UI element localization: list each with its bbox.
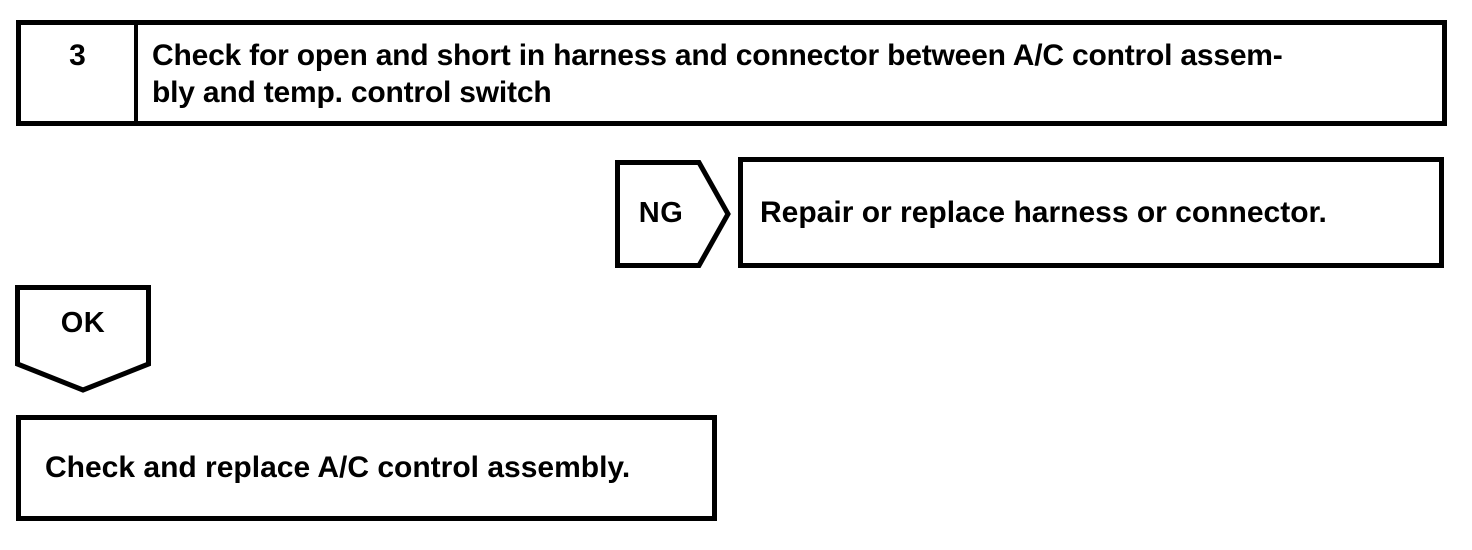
step-instruction-line-1: Check for open and short in harness and … bbox=[152, 39, 1283, 72]
ng-connector: NG bbox=[615, 160, 731, 268]
ok-connector: OK bbox=[15, 285, 151, 393]
ng-result-box: Repair or replace harness or connector. bbox=[738, 157, 1444, 268]
step-instruction: Check for open and short in harness and … bbox=[138, 25, 1442, 121]
step-number: 3 bbox=[21, 25, 138, 121]
ok-result-box: Check and replace A/C control assembly. bbox=[16, 415, 717, 521]
step-box: 3 Check for open and short in harness an… bbox=[16, 20, 1447, 126]
ok-pentagon-down-arrow-icon bbox=[15, 285, 151, 393]
ng-label: NG bbox=[638, 196, 684, 229]
ng-result-text: Repair or replace harness or connector. bbox=[760, 195, 1327, 229]
ok-result-text: Check and replace A/C control assembly. bbox=[45, 451, 631, 484]
ok-label: OK bbox=[60, 307, 106, 339]
ng-pentagon-right-arrow-icon bbox=[615, 160, 731, 268]
step-instruction-line-2: bly and temp. control switch bbox=[152, 76, 552, 109]
